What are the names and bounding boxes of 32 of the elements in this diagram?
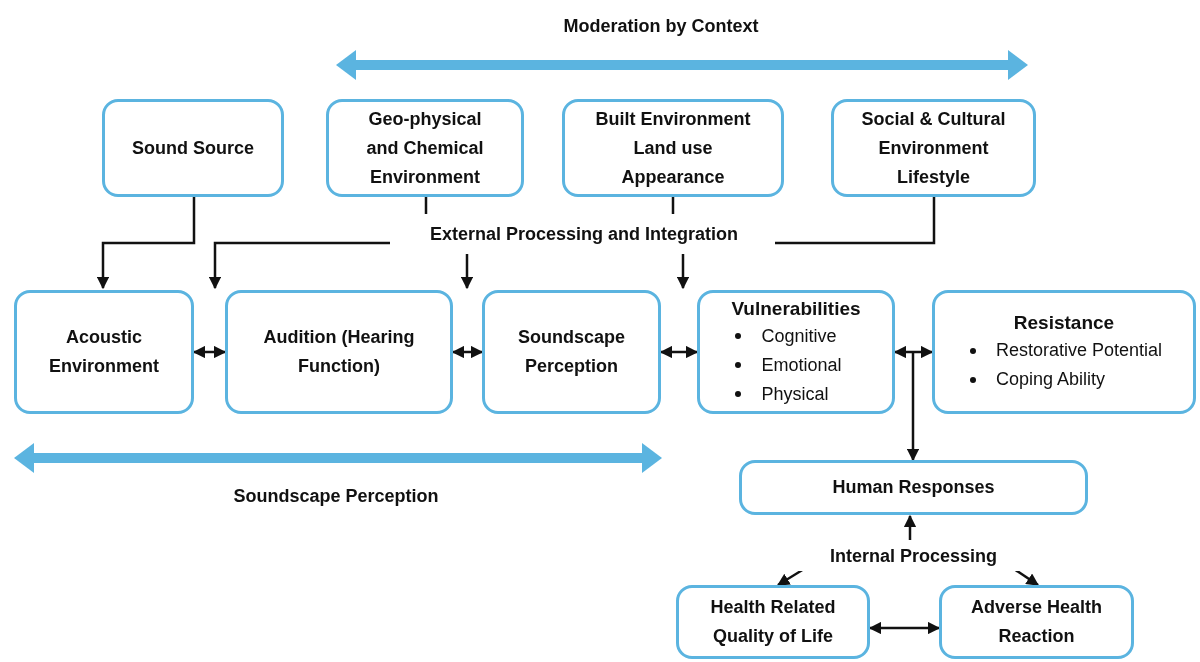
arrow — [903, 514, 917, 540]
process-box — [939, 585, 1134, 659]
arrow — [893, 345, 934, 359]
process-box — [225, 290, 453, 414]
section-label: Soundscape Perception — [233, 484, 439, 508]
process-box — [739, 460, 1088, 515]
arrow — [208, 241, 390, 290]
arrow — [868, 621, 941, 635]
list-item: Restorative Potential — [995, 339, 1163, 362]
arrow — [192, 345, 227, 359]
box-heading: Vulnerabilities — [731, 296, 861, 321]
arrow — [906, 352, 920, 462]
list-box — [932, 290, 1196, 414]
arrow — [659, 345, 699, 359]
list-item: Cognitive — [761, 324, 837, 348]
process-box — [326, 99, 524, 197]
process-box — [676, 585, 870, 659]
process-box — [102, 99, 284, 197]
process-box — [482, 290, 661, 414]
list-box — [697, 290, 895, 414]
arrow — [451, 345, 484, 359]
arrow — [676, 254, 690, 290]
process-box — [14, 290, 194, 414]
section-label: Moderation by Context — [563, 14, 759, 38]
box-heading: Resistance — [1013, 311, 1115, 335]
arrow — [460, 254, 474, 290]
list-item: Physical — [761, 382, 829, 406]
list-item: Emotional — [761, 353, 842, 377]
arrow — [96, 197, 196, 290]
process-box — [562, 99, 784, 197]
list-item: Coping Ability — [995, 368, 1106, 391]
process-box — [831, 99, 1036, 197]
